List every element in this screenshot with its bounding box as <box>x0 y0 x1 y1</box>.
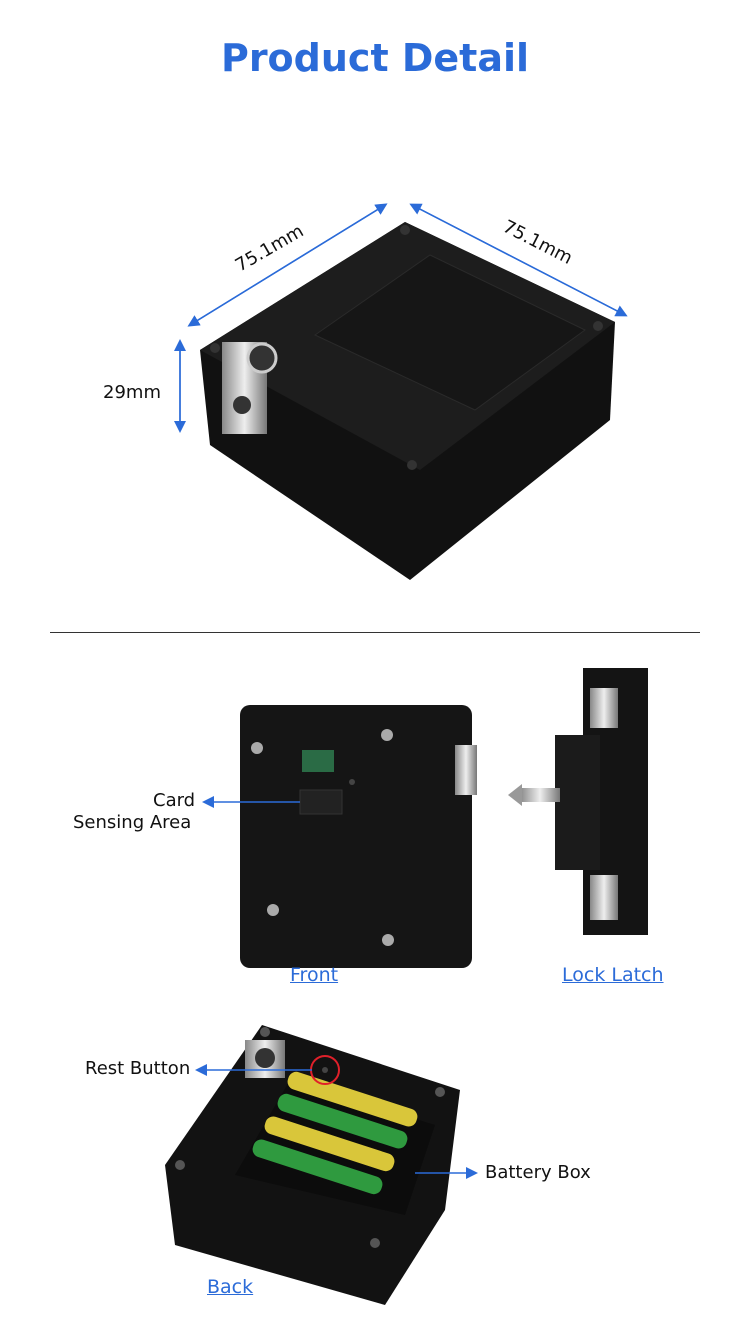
reset-button-callout: Rest Button <box>85 1058 191 1079</box>
dimension-arrows <box>174 203 628 433</box>
lock-latch-caption-link[interactable]: Lock Latch <box>562 964 664 986</box>
section-divider <box>50 632 700 633</box>
battery-box-callout: Battery Box <box>485 1162 591 1183</box>
card-callout-line1: Card <box>153 790 196 811</box>
lock-front-view <box>240 705 477 968</box>
lock-top-view <box>200 222 615 580</box>
back-caption-link[interactable]: Back <box>207 1276 254 1298</box>
lock-latch <box>508 668 648 935</box>
page-title: Product Detail <box>220 36 530 80</box>
lock-back-view <box>165 1025 460 1305</box>
height-dimension-label: 29mm <box>103 382 161 403</box>
card-callout-line2: Sensing Area <box>73 812 192 833</box>
batteries <box>252 1071 418 1195</box>
front-caption-link[interactable]: Front <box>290 964 339 986</box>
